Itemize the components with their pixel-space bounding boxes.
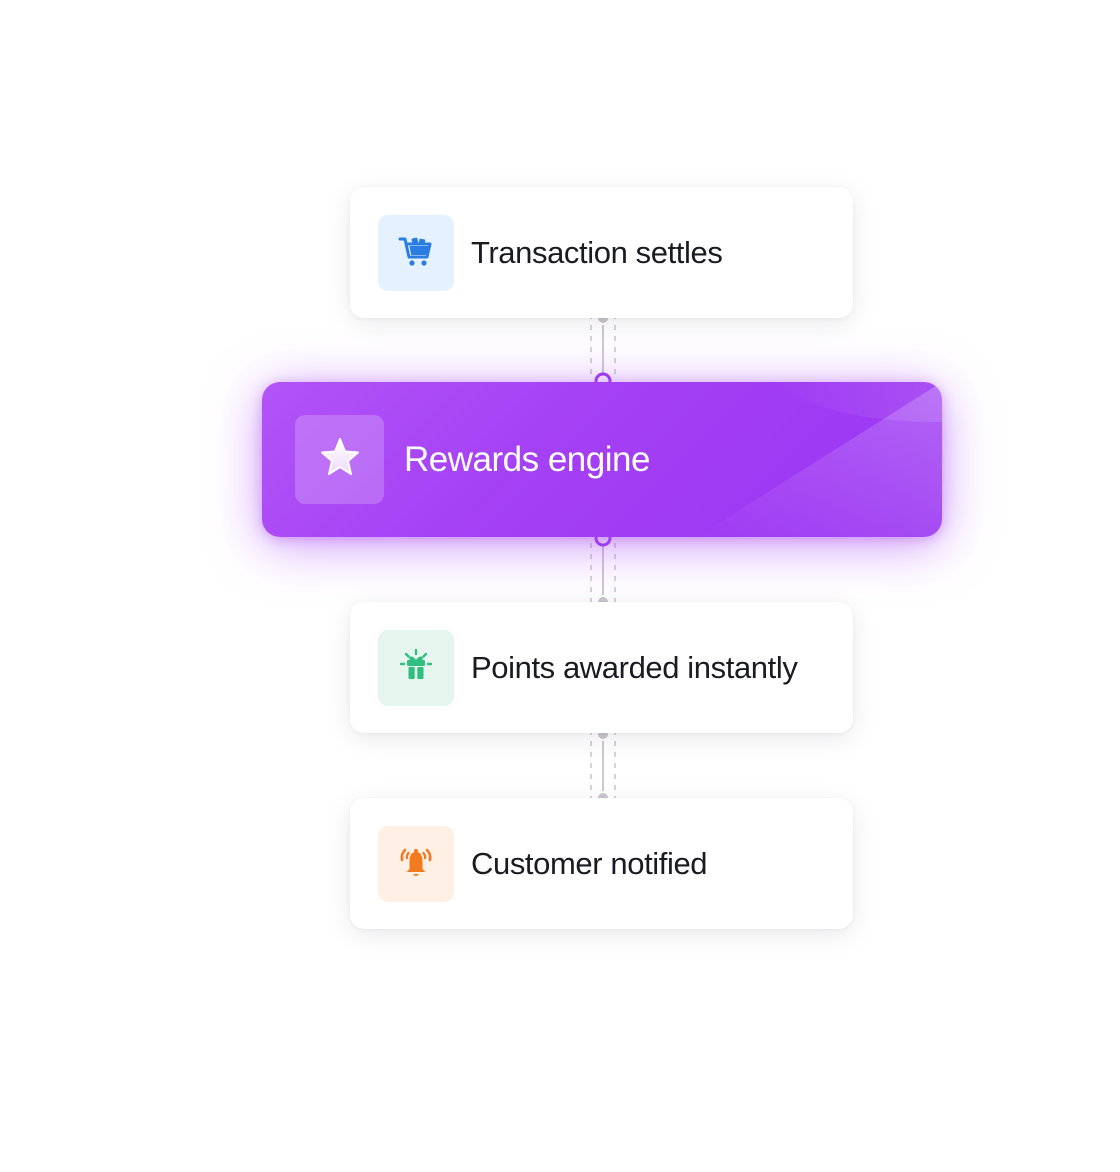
step-label: Rewards engine <box>404 439 650 479</box>
bell-ringing-icon <box>397 843 435 886</box>
shopping-cart-icon <box>398 233 434 274</box>
icon-tile-bell <box>378 826 454 902</box>
connector-1 <box>583 310 623 390</box>
card-sheen-decoration <box>697 382 942 537</box>
connector-2 <box>583 529 623 611</box>
star-icon <box>319 436 361 483</box>
step-card-points: Points awarded instantly <box>350 602 853 733</box>
step-card-notified: Customer notified <box>350 798 853 929</box>
icon-tile-star <box>295 415 384 504</box>
icon-tile-gift <box>378 630 454 706</box>
step-label: Points awarded instantly <box>471 649 798 685</box>
connector-3 <box>583 726 623 806</box>
step-card-transaction: Transaction settles <box>350 187 853 318</box>
step-label: Transaction settles <box>471 234 723 270</box>
step-label: Customer notified <box>471 845 708 881</box>
icon-tile-cart <box>378 215 454 291</box>
step-card-rewards-engine: Rewards engine <box>262 382 942 537</box>
gift-icon <box>398 648 434 689</box>
